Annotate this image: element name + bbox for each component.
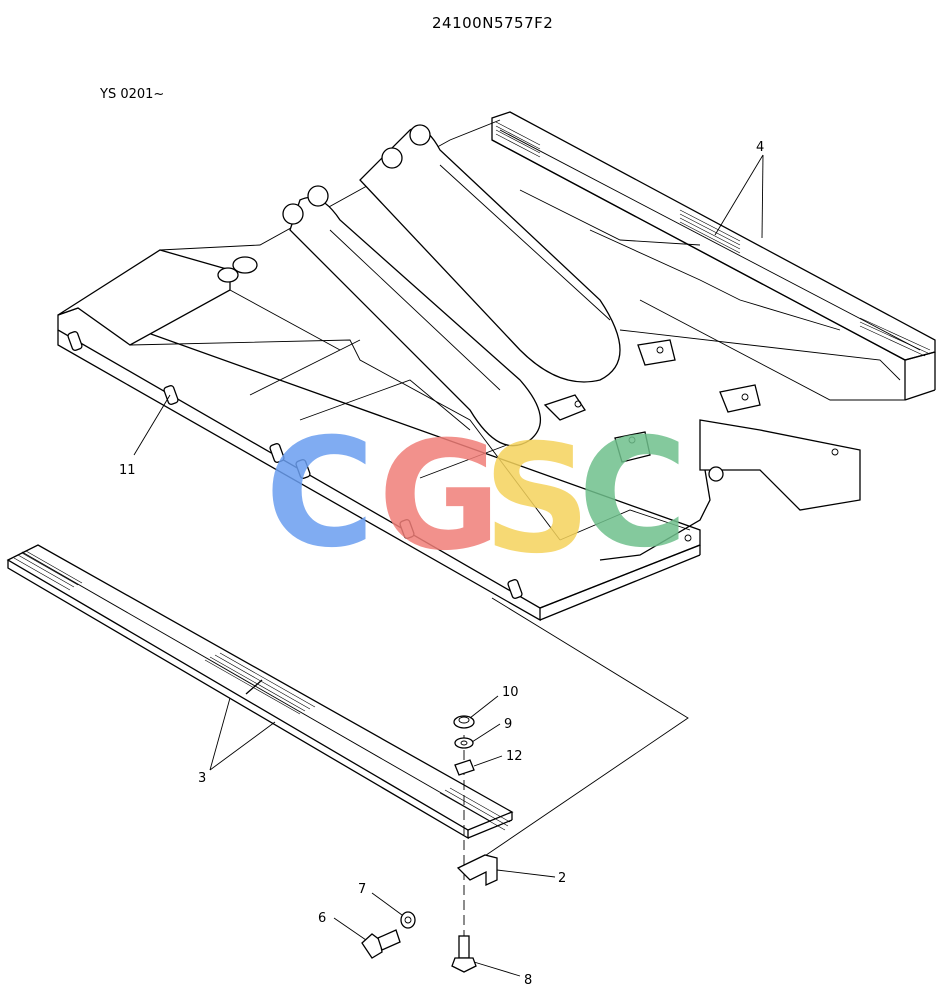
callout-6: 6: [318, 911, 326, 926]
washer-part-7: [400, 911, 416, 929]
frame-hole: [295, 459, 311, 479]
callout-10: 10: [502, 685, 519, 700]
bracket-part-2: [456, 854, 498, 887]
frame-hole: [507, 579, 523, 599]
callout-4: 4: [756, 140, 764, 155]
callout-3: 3: [198, 771, 206, 786]
callout-9: 9: [504, 717, 512, 732]
serial-range-label: YS 0201~: [100, 87, 165, 102]
bolt-part-8: [451, 935, 477, 973]
callout-leaders: [133, 154, 764, 977]
svg-text:C: C: [265, 407, 375, 581]
front-tread-plate: [6, 544, 514, 840]
svg-text:C: C: [578, 407, 688, 581]
nut-part-10: [453, 715, 475, 729]
rear-tread-plate: [491, 111, 936, 401]
clip-part-12: [454, 759, 475, 776]
part-code-title: 24100N5757F2: [432, 14, 554, 32]
boom-arms: [217, 124, 839, 542]
callout-7: 7: [358, 882, 366, 897]
washer-part-9: [454, 737, 474, 749]
watermark-logo: C G S C: [265, 407, 688, 587]
frame-hole: [399, 519, 415, 539]
main-frame: [57, 119, 905, 622]
callout-8: 8: [524, 973, 532, 988]
frame-hole: [67, 331, 83, 351]
bolt-part-6: [361, 929, 401, 959]
frame-hole: [269, 443, 285, 463]
callout-2: 2: [558, 871, 566, 886]
svg-text:G: G: [378, 410, 501, 584]
hardware-stack: [361, 597, 689, 973]
callout-11: 11: [119, 463, 136, 478]
callout-12: 12: [506, 749, 523, 764]
svg-text:S: S: [483, 413, 591, 587]
